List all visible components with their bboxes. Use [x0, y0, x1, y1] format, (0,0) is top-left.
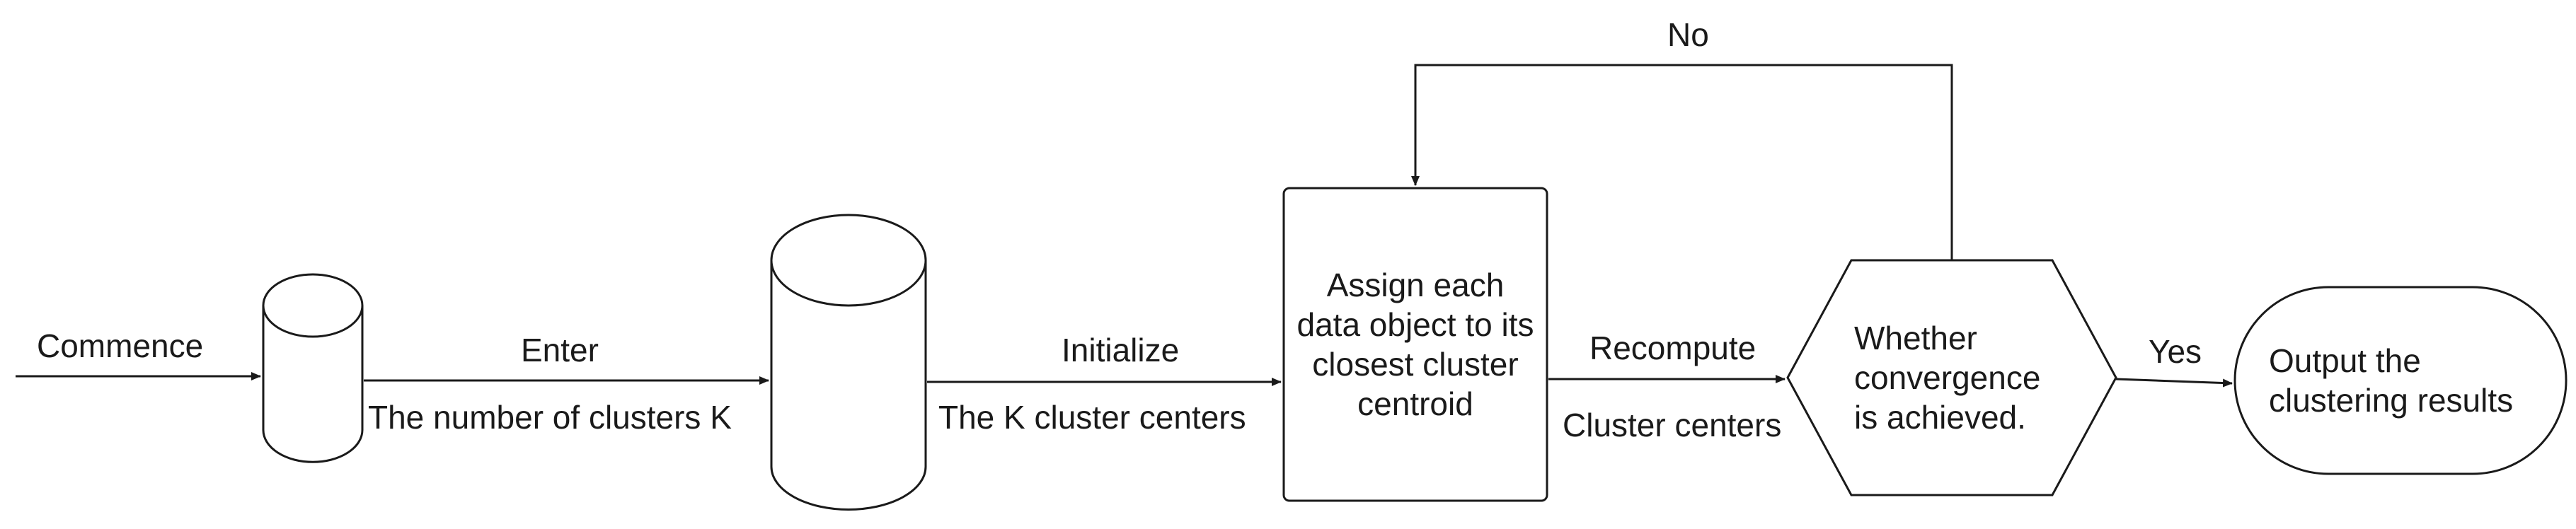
label-no: No: [1667, 16, 1709, 53]
convergence-text-wrap: Whether convergence is achieved.: [1854, 260, 2066, 495]
output-text: Output the clustering results: [2269, 342, 2514, 419]
label-enter: Enter: [521, 332, 599, 368]
arrow-no-loop: [1411, 64, 1953, 260]
assign-text: Assign each data object to its closest c…: [1296, 267, 1534, 422]
label-num-clusters: The number of clusters K: [368, 399, 732, 436]
label-commence: Commence: [37, 327, 204, 364]
label-recompute: Recompute: [1589, 330, 1756, 366]
small-cylinder: [262, 273, 364, 463]
convergence-text: Whether convergence is achieved.: [1854, 320, 2041, 436]
arrow-yes: [2115, 378, 2233, 388]
output-text-wrap: Output the clustering results: [2269, 287, 2552, 474]
label-k-centers: The K cluster centers: [938, 399, 1246, 436]
label-yes: Yes: [2149, 333, 2202, 370]
large-cylinder: [770, 214, 927, 511]
label-initialize: Initialize: [1062, 332, 1180, 368]
output-terminal: [2233, 286, 2568, 475]
label-cluster-centers: Cluster centers: [1563, 407, 1782, 443]
convergence-hexagon: [1786, 259, 2117, 496]
assign-box: [1282, 187, 1548, 502]
assign-box-text: Assign each data object to its closest c…: [1284, 188, 1547, 501]
